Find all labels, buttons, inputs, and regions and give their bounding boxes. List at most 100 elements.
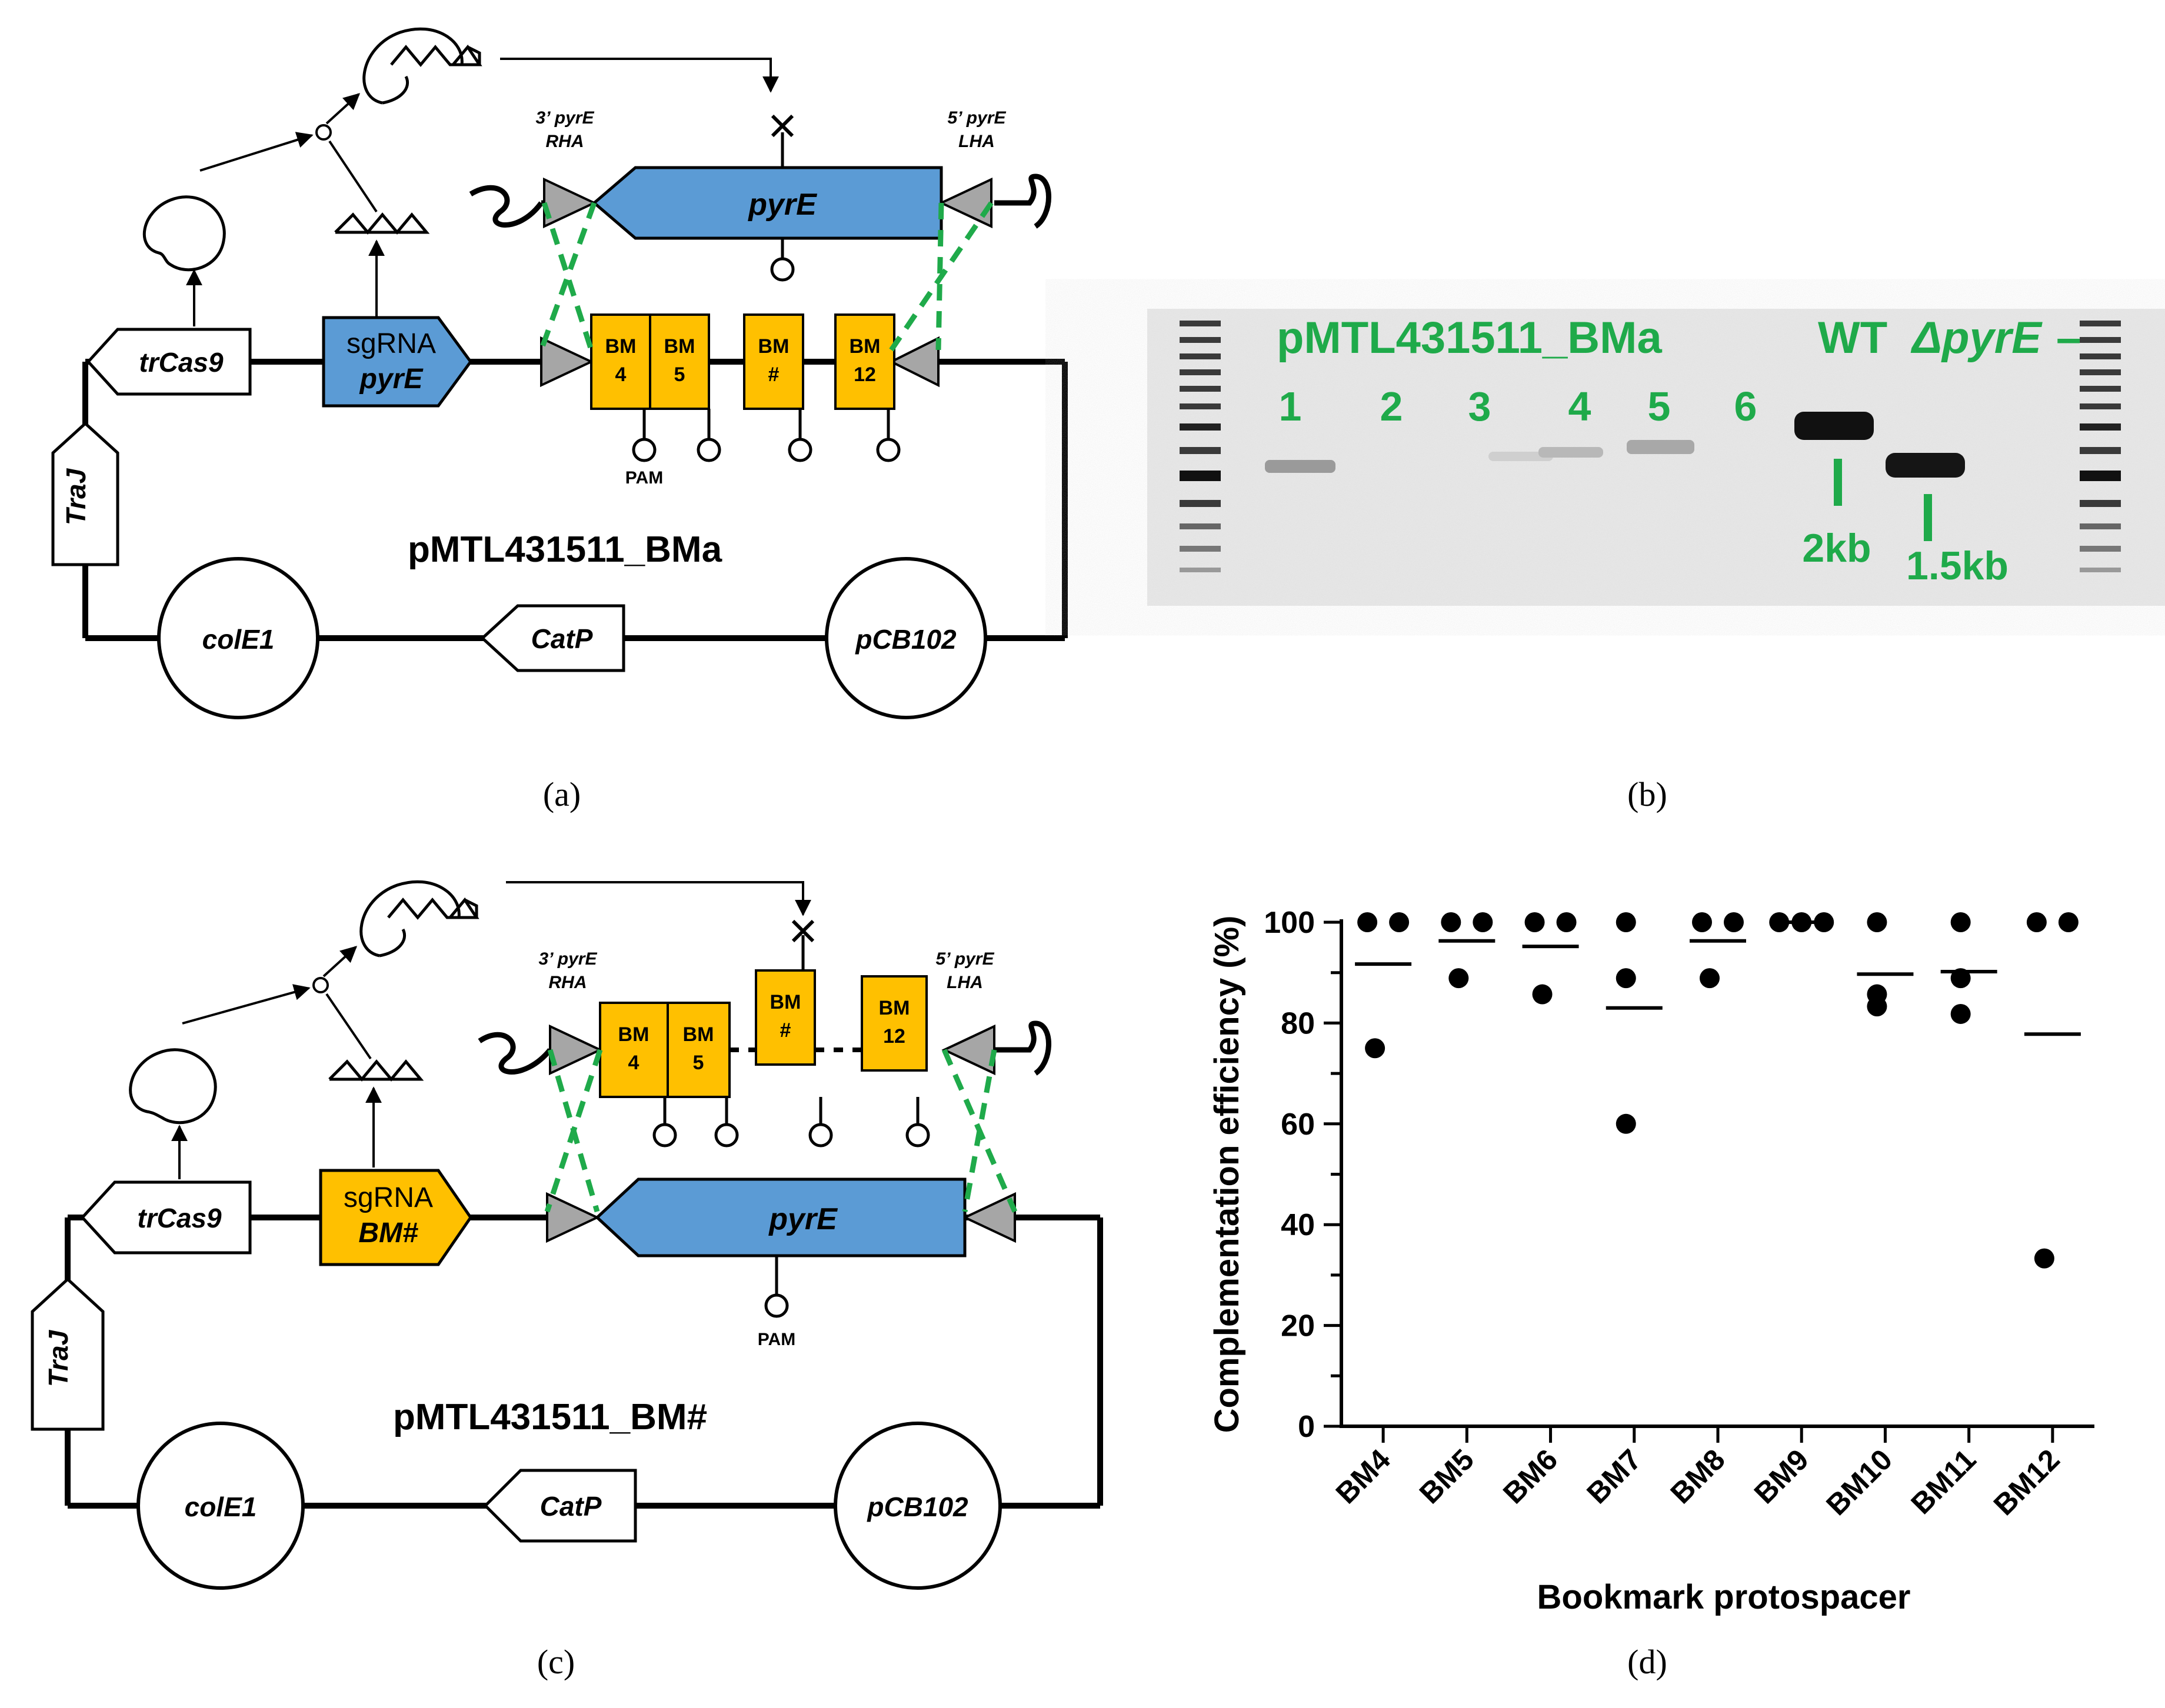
svg-text:BM: BM — [618, 1023, 650, 1046]
bm-box-4: BM 4 — [599, 1002, 677, 1147]
data-point-bm10 — [1867, 984, 1887, 1005]
cole1-label: colE1 — [185, 1492, 257, 1522]
data-point-bm6 — [1524, 912, 1545, 932]
bm-box-n: BM # — [755, 969, 833, 1147]
x-tick-label-bm12: BM12 — [1987, 1443, 2066, 1522]
svg-text:#: # — [780, 1019, 791, 1042]
data-point-bm8 — [1700, 968, 1720, 989]
svg-text:BM: BM — [758, 335, 790, 358]
x-tick-label-bm5: BM5 — [1413, 1443, 1480, 1510]
svg-text:BM: BM — [770, 991, 801, 1013]
catp-gene: CatP — [480, 604, 625, 672]
genome-bookmark-locus: BM 4 BM 5 BM # — [478, 919, 1051, 1147]
data-point-bm11 — [1950, 1003, 1971, 1024]
rha-label-bottom: RHA — [549, 973, 587, 992]
catp-label: CatP — [540, 1491, 602, 1522]
pam-label: PAM — [758, 1330, 795, 1349]
panel-c-caption: (c) — [537, 1643, 575, 1681]
cas9-sgrna-complex-icon — [362, 27, 482, 105]
y-tick-label: 60 — [1281, 1107, 1315, 1142]
x-tick-label-bm10: BM10 — [1820, 1443, 1898, 1522]
panel-a-caption: (a) — [543, 775, 581, 813]
band-size-markers: 2kb 1.5kb — [1802, 459, 2009, 588]
panel-c-plasmid-map: colE1 pCB102 CatP TraJ trCas9 sgRNA BM# … — [31, 880, 1103, 1681]
data-point-bm4 — [1365, 1038, 1385, 1059]
rha-triangle — [543, 177, 597, 229]
panel-b-gel: pMTL431511_BMa WT ΔpyrE – 1 2 3 4 5 6 2k… — [1147, 309, 2165, 813]
x-tick-label-bm9: BM9 — [1748, 1443, 1815, 1510]
plasmid-lha-triangle — [962, 1192, 1016, 1243]
gel-title: pMTL431511_BMa — [1277, 313, 1662, 363]
bm-box-12: BM 12 — [834, 313, 901, 462]
svg-text:4: 4 — [628, 1052, 639, 1074]
lane-4-band — [1538, 447, 1603, 458]
data-point-bm9 — [1791, 912, 1812, 932]
plasmid-rha-triangle — [546, 1192, 600, 1243]
pyre-label: pyrE — [747, 188, 817, 222]
bm-box-4: BM 4 — [590, 313, 657, 462]
data-point-bm10 — [1867, 912, 1887, 932]
chart-y-axis-label: Complementation efficiency (%) — [1208, 916, 1246, 1433]
data-point-bm6 — [1556, 912, 1577, 932]
pam-label: PAM — [625, 468, 663, 488]
genome-pyre-locus: pyrE 3’ pyrE RHA 5’ pyrE LHA — [469, 108, 1051, 282]
sgrna-label: sgRNA — [344, 1182, 433, 1213]
lane-numbers: 1 2 3 4 5 6 — [1279, 383, 1757, 429]
sgrna-target-label: BM# — [358, 1217, 418, 1249]
y-tick-label: 40 — [1281, 1208, 1315, 1242]
svg-text:5: 5 — [674, 363, 685, 386]
band-2kb-label: 2kb — [1802, 526, 1871, 571]
cole1-label: colE1 — [202, 624, 275, 655]
svg-text:1: 1 — [1279, 383, 1302, 429]
sgrna-bm-gene: sgRNA BM# — [319, 1169, 473, 1266]
lane-1-band — [1265, 460, 1335, 473]
data-point-bm12 — [2058, 912, 2079, 932]
sgrna-icon — [328, 1059, 424, 1082]
lha-triangle — [938, 177, 992, 229]
svg-text:BM: BM — [683, 1023, 714, 1046]
cut-site-x-icon — [771, 114, 794, 138]
svg-text:BM: BM — [605, 335, 637, 358]
pyre-label: pyrE — [768, 1202, 838, 1236]
svg-text:5: 5 — [693, 1052, 704, 1074]
sgrna-icon — [334, 212, 430, 235]
cas9-sgrna-complex-icon — [359, 880, 479, 958]
sgrna-target-label: pyrE — [359, 363, 424, 395]
y-tick-label: 80 — [1281, 1006, 1315, 1040]
data-point-bm9 — [1769, 912, 1790, 932]
dpyre-lane-label: ΔpyrE — [1910, 313, 2043, 363]
data-point-bm5 — [1441, 912, 1461, 932]
svg-text:#: # — [768, 363, 780, 386]
svg-text:BM: BM — [879, 997, 910, 1019]
x-tick-label-bm7: BM7 — [1580, 1443, 1647, 1510]
pcb102-label: pCB102 — [866, 1492, 968, 1522]
pam-site-icon — [770, 257, 795, 282]
sample-bands — [1265, 412, 1965, 478]
svg-text:BM: BM — [850, 335, 881, 358]
data-point-bm7 — [1616, 1113, 1636, 1134]
traj-label: TraJ — [61, 468, 91, 525]
wt-band — [1794, 412, 1874, 440]
plasmid-lha-triangle — [888, 336, 940, 388]
pam-site-icon — [764, 1293, 789, 1318]
neg-lane-label: – — [2056, 313, 2081, 363]
cole1-origin: colE1 — [136, 1422, 305, 1590]
lane-5-band — [1627, 440, 1694, 454]
trcas9-label: trCas9 — [139, 347, 224, 378]
pcb102-label: pCB102 — [854, 624, 957, 655]
ladder-right — [2080, 321, 2121, 572]
dpyre-band — [1886, 453, 1965, 478]
panel-d-caption: (d) — [1627, 1643, 1667, 1681]
rha-label-bottom: RHA — [546, 132, 584, 151]
plasmid-rha-triangle — [540, 336, 594, 388]
data-point-bm12 — [2026, 912, 2047, 932]
data-point-bm4 — [1357, 912, 1378, 932]
traj-gene: TraJ — [51, 421, 119, 566]
expression-arrows — [186, 58, 779, 326]
svg-text:4: 4 — [615, 363, 627, 386]
cole1-origin: colE1 — [157, 557, 319, 719]
x-tick-label-bm11: BM11 — [1904, 1443, 1982, 1520]
